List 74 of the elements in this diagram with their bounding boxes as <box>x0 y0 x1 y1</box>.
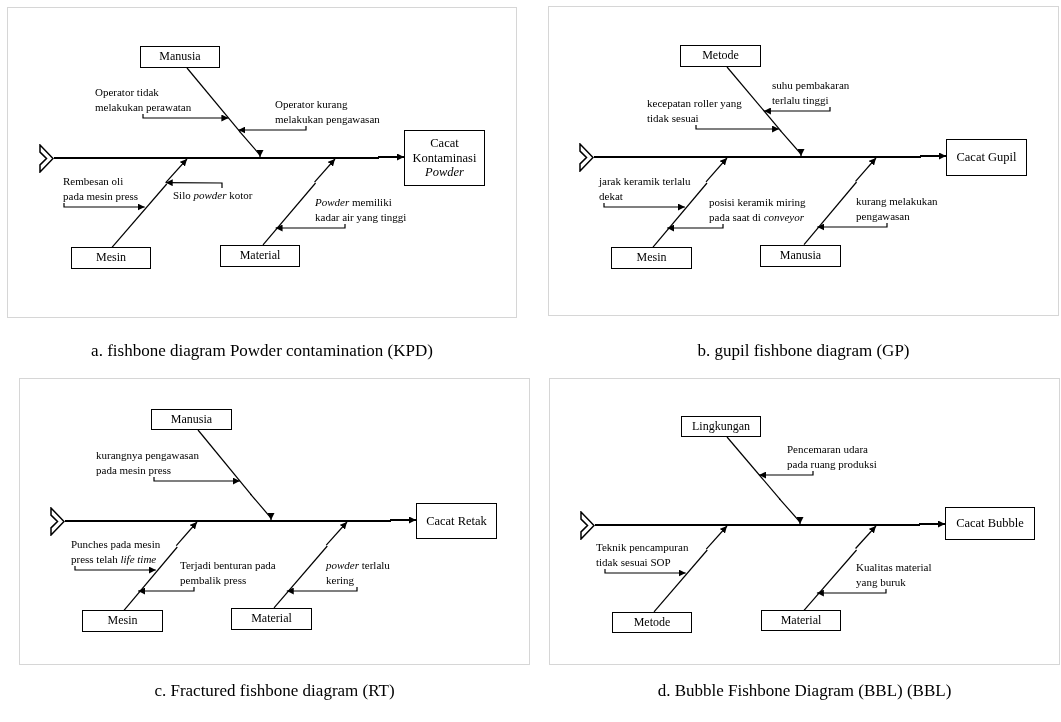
arrow <box>666 223 724 232</box>
spine-arrow <box>389 516 417 524</box>
arrow <box>274 223 346 232</box>
arrow <box>153 476 241 485</box>
cause-label: kurang melakukan pengawasan <box>856 194 939 223</box>
category-box: Lingkungan <box>681 416 761 437</box>
effect-box: Cacat Kontaminasi Powder <box>404 130 485 186</box>
cause-label: Kualitas material yang buruk <box>856 560 933 589</box>
cause-label: Powder memiliki kadar air yang tinggi <box>315 195 408 224</box>
arrow <box>137 586 195 595</box>
cause-label: Operator tidak melakukan perawatan <box>95 85 193 114</box>
category-box: Metode <box>612 612 692 633</box>
cause-label: kecepatan roller yang tidak sesuai <box>647 96 743 125</box>
effect-box: Cacat Bubble <box>945 507 1035 540</box>
arrow <box>604 568 687 577</box>
category-box: Mesin <box>611 247 692 269</box>
arrow <box>763 106 831 115</box>
cause-label: Operator kurang melakukan pengawasan <box>275 97 381 126</box>
spine-line <box>54 157 379 159</box>
cause-label: Punches pada mesin press telah life time <box>71 537 162 566</box>
category-box: Manusia <box>151 409 232 430</box>
effect-box: Cacat Retak <box>416 503 497 539</box>
cause-label: Teknik pencampuran tidak sesuai SOP <box>596 540 690 569</box>
arrow <box>165 158 188 184</box>
arrow <box>325 521 348 546</box>
figure-caption: c. Fractured fishbone diagram (RT) <box>154 681 395 700</box>
spine-arrow <box>377 153 405 161</box>
arrow <box>603 202 686 211</box>
category-box: Material <box>220 245 300 267</box>
arrow <box>313 158 336 183</box>
figure-caption: a. fishbone diagram Powder contamination (KPD) <box>91 341 433 360</box>
spine-line <box>595 524 920 526</box>
arrow <box>695 124 780 133</box>
figure-caption: b. gupil fishbone diagram (GP) <box>697 341 910 360</box>
arrow <box>142 113 229 122</box>
cause-label: Silo powder kotor <box>173 188 253 203</box>
arrow <box>705 525 728 550</box>
category-box: Mesin <box>71 247 151 269</box>
arrow <box>238 130 264 158</box>
arrow <box>63 202 146 211</box>
cause-label: kurangnya pengawasan pada mesin press <box>96 448 200 477</box>
category-box: Material <box>761 610 841 631</box>
cause-label: suhu pembakaran terlalu tinggi <box>772 78 851 107</box>
arrow <box>854 157 877 182</box>
spine-line <box>65 520 391 522</box>
cause-label: Rembesan oli pada mesin press <box>63 174 140 203</box>
arrow <box>237 125 307 134</box>
arrow <box>74 565 157 574</box>
arrow <box>249 493 275 521</box>
category-box: Manusia <box>760 245 841 267</box>
category-box: Metode <box>680 45 761 67</box>
cause-label: posisi keramik miring pada saat di conveyor <box>709 195 807 224</box>
arrow <box>816 222 888 231</box>
arrow <box>705 157 728 183</box>
category-box: Material <box>231 608 312 630</box>
cause-label: Terjadi benturan pada pembalik press <box>180 558 277 587</box>
arrow <box>778 498 804 525</box>
arrow <box>286 586 358 595</box>
category-box: Manusia <box>140 46 220 68</box>
arrow <box>816 588 887 597</box>
spine-arrow <box>919 152 947 160</box>
arrow <box>779 129 805 157</box>
arrow <box>854 525 877 550</box>
cause-label: jarak keramik terlalu dekat <box>599 174 692 203</box>
arrow <box>175 521 198 547</box>
arrow <box>165 179 223 189</box>
figure-caption: d. Bubble Fishbone Diagram (BBL) (BBL) <box>657 681 952 700</box>
effect-box: Cacat Gupil <box>946 139 1027 176</box>
spine-line <box>594 156 921 158</box>
arrow <box>758 470 814 479</box>
cause-label: powder terlalu kering <box>326 558 391 587</box>
cause-label: Pencemaran udara pada ruang produksi <box>787 442 878 471</box>
spine-arrow <box>918 520 946 528</box>
category-box: Mesin <box>82 610 163 632</box>
